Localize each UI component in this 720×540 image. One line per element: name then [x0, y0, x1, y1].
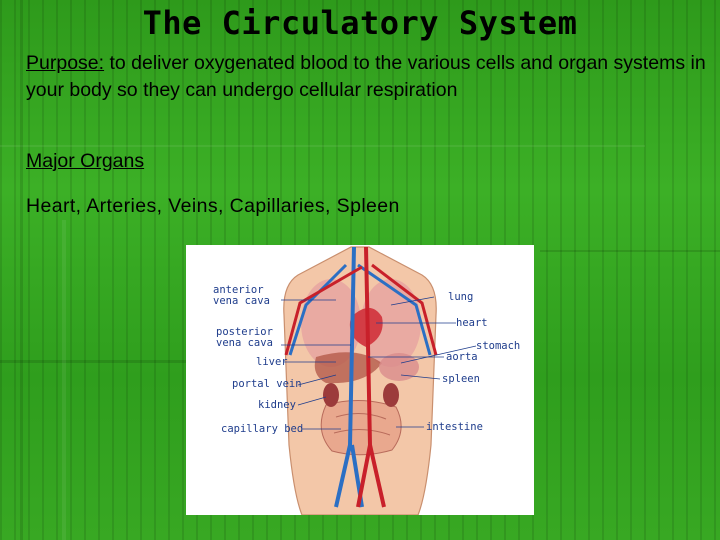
purpose-paragraph: Purpose: to deliver oxygenated blood to … — [26, 50, 706, 104]
label-heart: heart — [456, 317, 488, 329]
liver-shape — [314, 352, 382, 384]
body-illustration — [281, 246, 477, 515]
label-posterior-vena-cava: posterior vena cava — [216, 326, 273, 349]
label-anterior-vena-cava: anterior vena cava — [213, 284, 270, 307]
purpose-text: to deliver oxygenated blood to the vario… — [26, 52, 706, 101]
label-capillary-bed: capillary bed — [221, 423, 304, 435]
label-lung: lung — [448, 291, 474, 303]
label-kidney: kidney — [258, 399, 296, 411]
label-portal-vein: portal vein — [232, 378, 302, 390]
torso-outline — [283, 246, 437, 515]
left-kidney — [323, 383, 339, 407]
right-kidney — [383, 383, 399, 407]
intestines-shape — [320, 399, 402, 456]
label-intestine: intestine — [426, 421, 483, 433]
arm-veins — [288, 263, 432, 356]
stomach-shape — [379, 353, 419, 381]
slide-title: The Circulatory System — [142, 4, 578, 42]
arm-arteries — [284, 263, 438, 356]
label-liver: liver — [256, 356, 288, 368]
label-stomach: stomach — [476, 340, 521, 352]
major-organs-heading: Major Organs — [26, 150, 145, 172]
purpose-label: Purpose: — [26, 52, 105, 74]
organs-list: Heart, Arteries, Veins, Capillaries, Spl… — [26, 195, 400, 217]
label-spleen: spleen — [442, 373, 480, 385]
label-aorta: aorta — [446, 351, 478, 363]
circulatory-diagram: anterior vena cava posterior vena cava l… — [186, 245, 534, 515]
aorta-line — [356, 246, 386, 508]
